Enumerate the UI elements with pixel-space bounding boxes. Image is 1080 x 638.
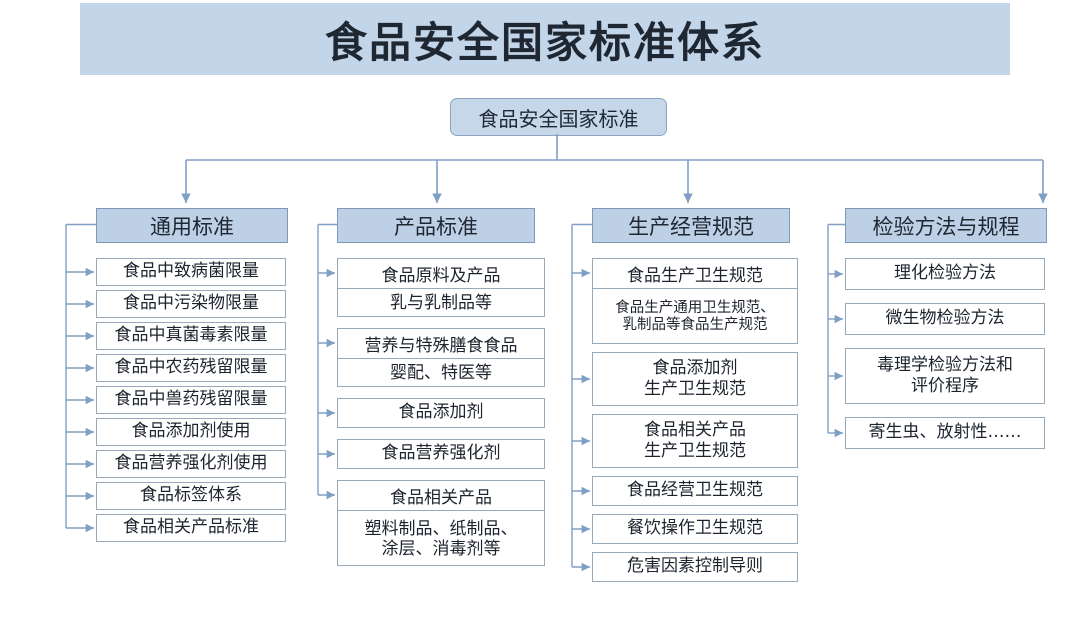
leaf-box[interactable]: 食品相关产品生产卫生规范 (592, 414, 798, 468)
leaf-box[interactable]: 食品经营卫生规范 (592, 476, 798, 506)
group-label: 营养与特殊膳食食品 (338, 329, 544, 359)
group-sublabel: 乳与乳制品等 (390, 293, 492, 314)
leaf-box[interactable]: 食品中致病菌限量 (96, 258, 286, 286)
leaf-box[interactable]: 食品添加剂生产卫生规范 (592, 352, 798, 406)
group-label: 食品原料及产品 (338, 259, 544, 289)
leaf-box[interactable]: 食品添加剂 (337, 398, 545, 428)
root-node: 食品安全国家标准 (450, 98, 667, 136)
group-sublabel: 塑料制品、纸制品、涂层、消毒剂等 (364, 518, 518, 559)
group-sublabel: 食品生产通用卫生规范、乳制品等食品生产规范 (615, 299, 775, 333)
group-sublabel: 婴配、特医等 (390, 363, 492, 384)
group-box[interactable]: 食品相关产品塑料制品、纸制品、涂层、消毒剂等 (337, 480, 545, 566)
group-label: 食品生产卫生规范 (593, 259, 797, 289)
title-banner-background (80, 3, 1010, 75)
leaf-box[interactable]: 食品中农药残留限量 (96, 354, 286, 382)
column-header[interactable]: 产品标准 (337, 208, 535, 243)
leaf-box[interactable]: 危害因素控制导则 (592, 552, 798, 582)
leaf-box[interactable]: 理化检验方法 (845, 258, 1045, 290)
leaf-box[interactable]: 食品中兽药残留限量 (96, 386, 286, 414)
column-header[interactable]: 检验方法与规程 (845, 208, 1047, 243)
leaf-box[interactable]: 毒理学检验方法和评价程序 (845, 348, 1045, 404)
leaf-box[interactable]: 微生物检验方法 (845, 303, 1045, 335)
group-box[interactable]: 食品生产卫生规范食品生产通用卫生规范、乳制品等食品生产规范 (592, 258, 798, 344)
column-header[interactable]: 通用标准 (96, 208, 288, 243)
leaf-box[interactable]: 食品营养强化剂 (337, 439, 545, 469)
leaf-box[interactable]: 食品营养强化剂使用 (96, 450, 286, 478)
group-box[interactable]: 食品原料及产品乳与乳制品等 (337, 258, 545, 317)
leaf-box[interactable]: 食品标签体系 (96, 482, 286, 510)
leaf-box[interactable]: 食品中污染物限量 (96, 290, 286, 318)
leaf-box[interactable]: 食品添加剂使用 (96, 418, 286, 446)
column-header[interactable]: 生产经营规范 (592, 208, 790, 243)
leaf-box[interactable]: 食品中真菌毒素限量 (96, 322, 286, 350)
group-label: 食品相关产品 (338, 481, 544, 511)
group-box[interactable]: 营养与特殊膳食食品婴配、特医等 (337, 328, 545, 387)
leaf-box[interactable]: 寄生虫、放射性…… (845, 417, 1045, 449)
leaf-box[interactable]: 食品相关产品标准 (96, 514, 286, 542)
page-title: 食品安全国家标准体系 (324, 17, 765, 67)
leaf-box[interactable]: 餐饮操作卫生规范 (592, 514, 798, 544)
